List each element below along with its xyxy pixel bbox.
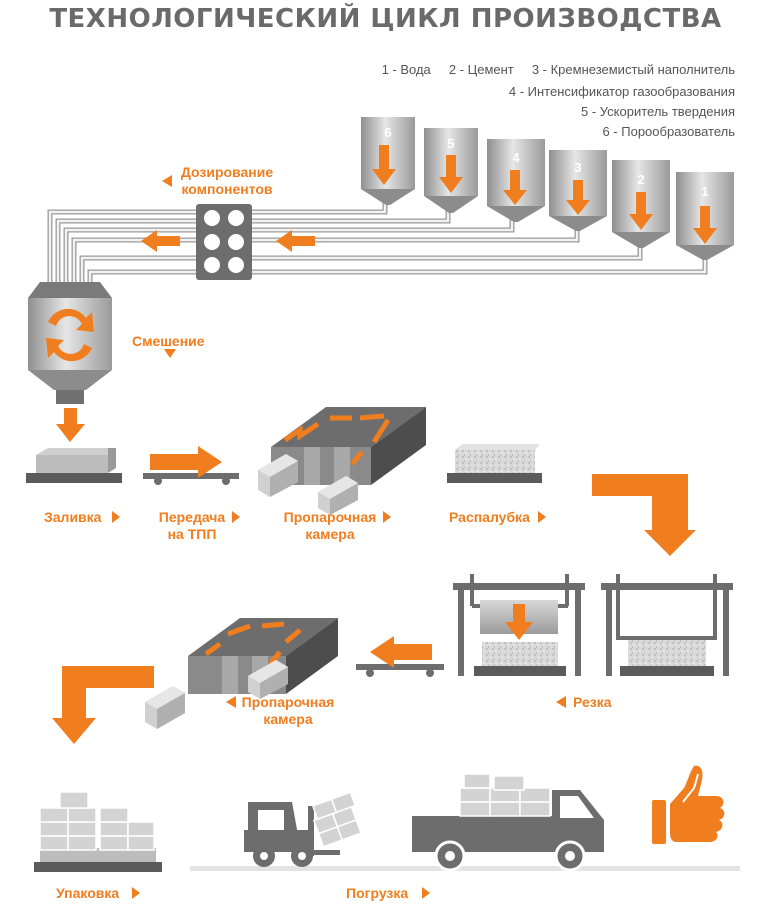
demolding-block: [447, 444, 542, 483]
legend-line-2: 4 - Интенсификатор газообразования: [508, 84, 735, 99]
dosing-unit: [196, 204, 252, 280]
silo-2: [612, 160, 670, 248]
silo-label-4: 4: [512, 150, 520, 165]
transfer-label: Передача на ТПП: [152, 509, 232, 543]
steam-chamber-1-label: Пропарочная камера: [278, 509, 382, 543]
thumbs-up-icon: [652, 765, 725, 844]
transfer-label-line1: Передача: [158, 509, 226, 525]
transfer-cart: [143, 446, 239, 485]
steam-chamber-2: [145, 618, 338, 729]
steam-chamber-1: [258, 407, 426, 515]
silo-label-1: 1: [701, 184, 708, 199]
flow-arrow-left-1: [276, 230, 315, 252]
silo-label-6: 6: [384, 125, 391, 140]
steam-chamber-2-label-line2: камера: [263, 711, 313, 727]
steam-chamber-2-label-line1: Пропарочная: [241, 694, 335, 710]
pouring-label: Заливка: [44, 509, 102, 525]
packing-pallet: [34, 791, 162, 872]
flow-arrow-down-left: [52, 666, 154, 744]
flow-arrow-down-right: [592, 474, 696, 556]
flow-arrow-left-2: [141, 230, 180, 252]
transfer-label-line2: на ТПП: [167, 526, 217, 542]
flow-arrow-down-1: [56, 408, 85, 442]
mixing-marker-arrow: [164, 349, 176, 358]
pipe-network: [47, 202, 708, 285]
page-title: ТЕХНОЛОГИЧЕСКИЙ ЦИКЛ ПРОИЗВОДСТВА: [49, 4, 722, 34]
legend-line-3: 5 - Ускоритель твердения: [581, 104, 735, 119]
steam2-marker-arrow: [226, 696, 236, 708]
mixing-label: Смешение: [132, 333, 205, 349]
mixer: [28, 282, 112, 404]
silo-5: [424, 128, 478, 213]
steam-chamber-1-label-line2: камера: [305, 526, 355, 542]
dosing-label-line1: Дозирование: [180, 164, 274, 180]
silo-1: [676, 172, 734, 260]
steam-chamber-1-label-line1: Пропарочная: [283, 509, 377, 525]
steam-chamber-2-label: Пропарочная камера: [236, 694, 340, 728]
cutting-label: Резка: [573, 694, 612, 710]
silo-label-5: 5: [447, 136, 454, 151]
step-marker-arrows: [112, 511, 546, 899]
return-cart: [356, 636, 444, 677]
truck: [412, 773, 604, 872]
pouring-mould: [26, 448, 122, 483]
dosing-label-line2: компонентов: [181, 181, 273, 197]
forklift: [190, 791, 740, 871]
cutting-frame-1: [453, 574, 585, 676]
silo-4: [487, 139, 545, 222]
silo-3: [549, 150, 607, 231]
demolding-label: Распалубка: [449, 509, 530, 525]
cutting-frame-2: [601, 574, 733, 676]
silo-6: [361, 117, 415, 205]
cutting-marker-arrow: [556, 696, 566, 708]
dosing-label: Дозирование компонентов: [176, 164, 278, 198]
dosing-marker-arrow: [162, 175, 172, 187]
silo-label-2: 2: [637, 172, 644, 187]
silo-label-3: 3: [574, 160, 581, 175]
packing-label: Упаковка: [56, 885, 120, 901]
legend-line-4: 6 - Порообразователь: [602, 124, 735, 139]
legend-line-1: 1 - Вода 2 - Цемент 3 - Кремнеземистый н…: [381, 62, 735, 77]
loading-label: Погрузка: [346, 885, 409, 901]
